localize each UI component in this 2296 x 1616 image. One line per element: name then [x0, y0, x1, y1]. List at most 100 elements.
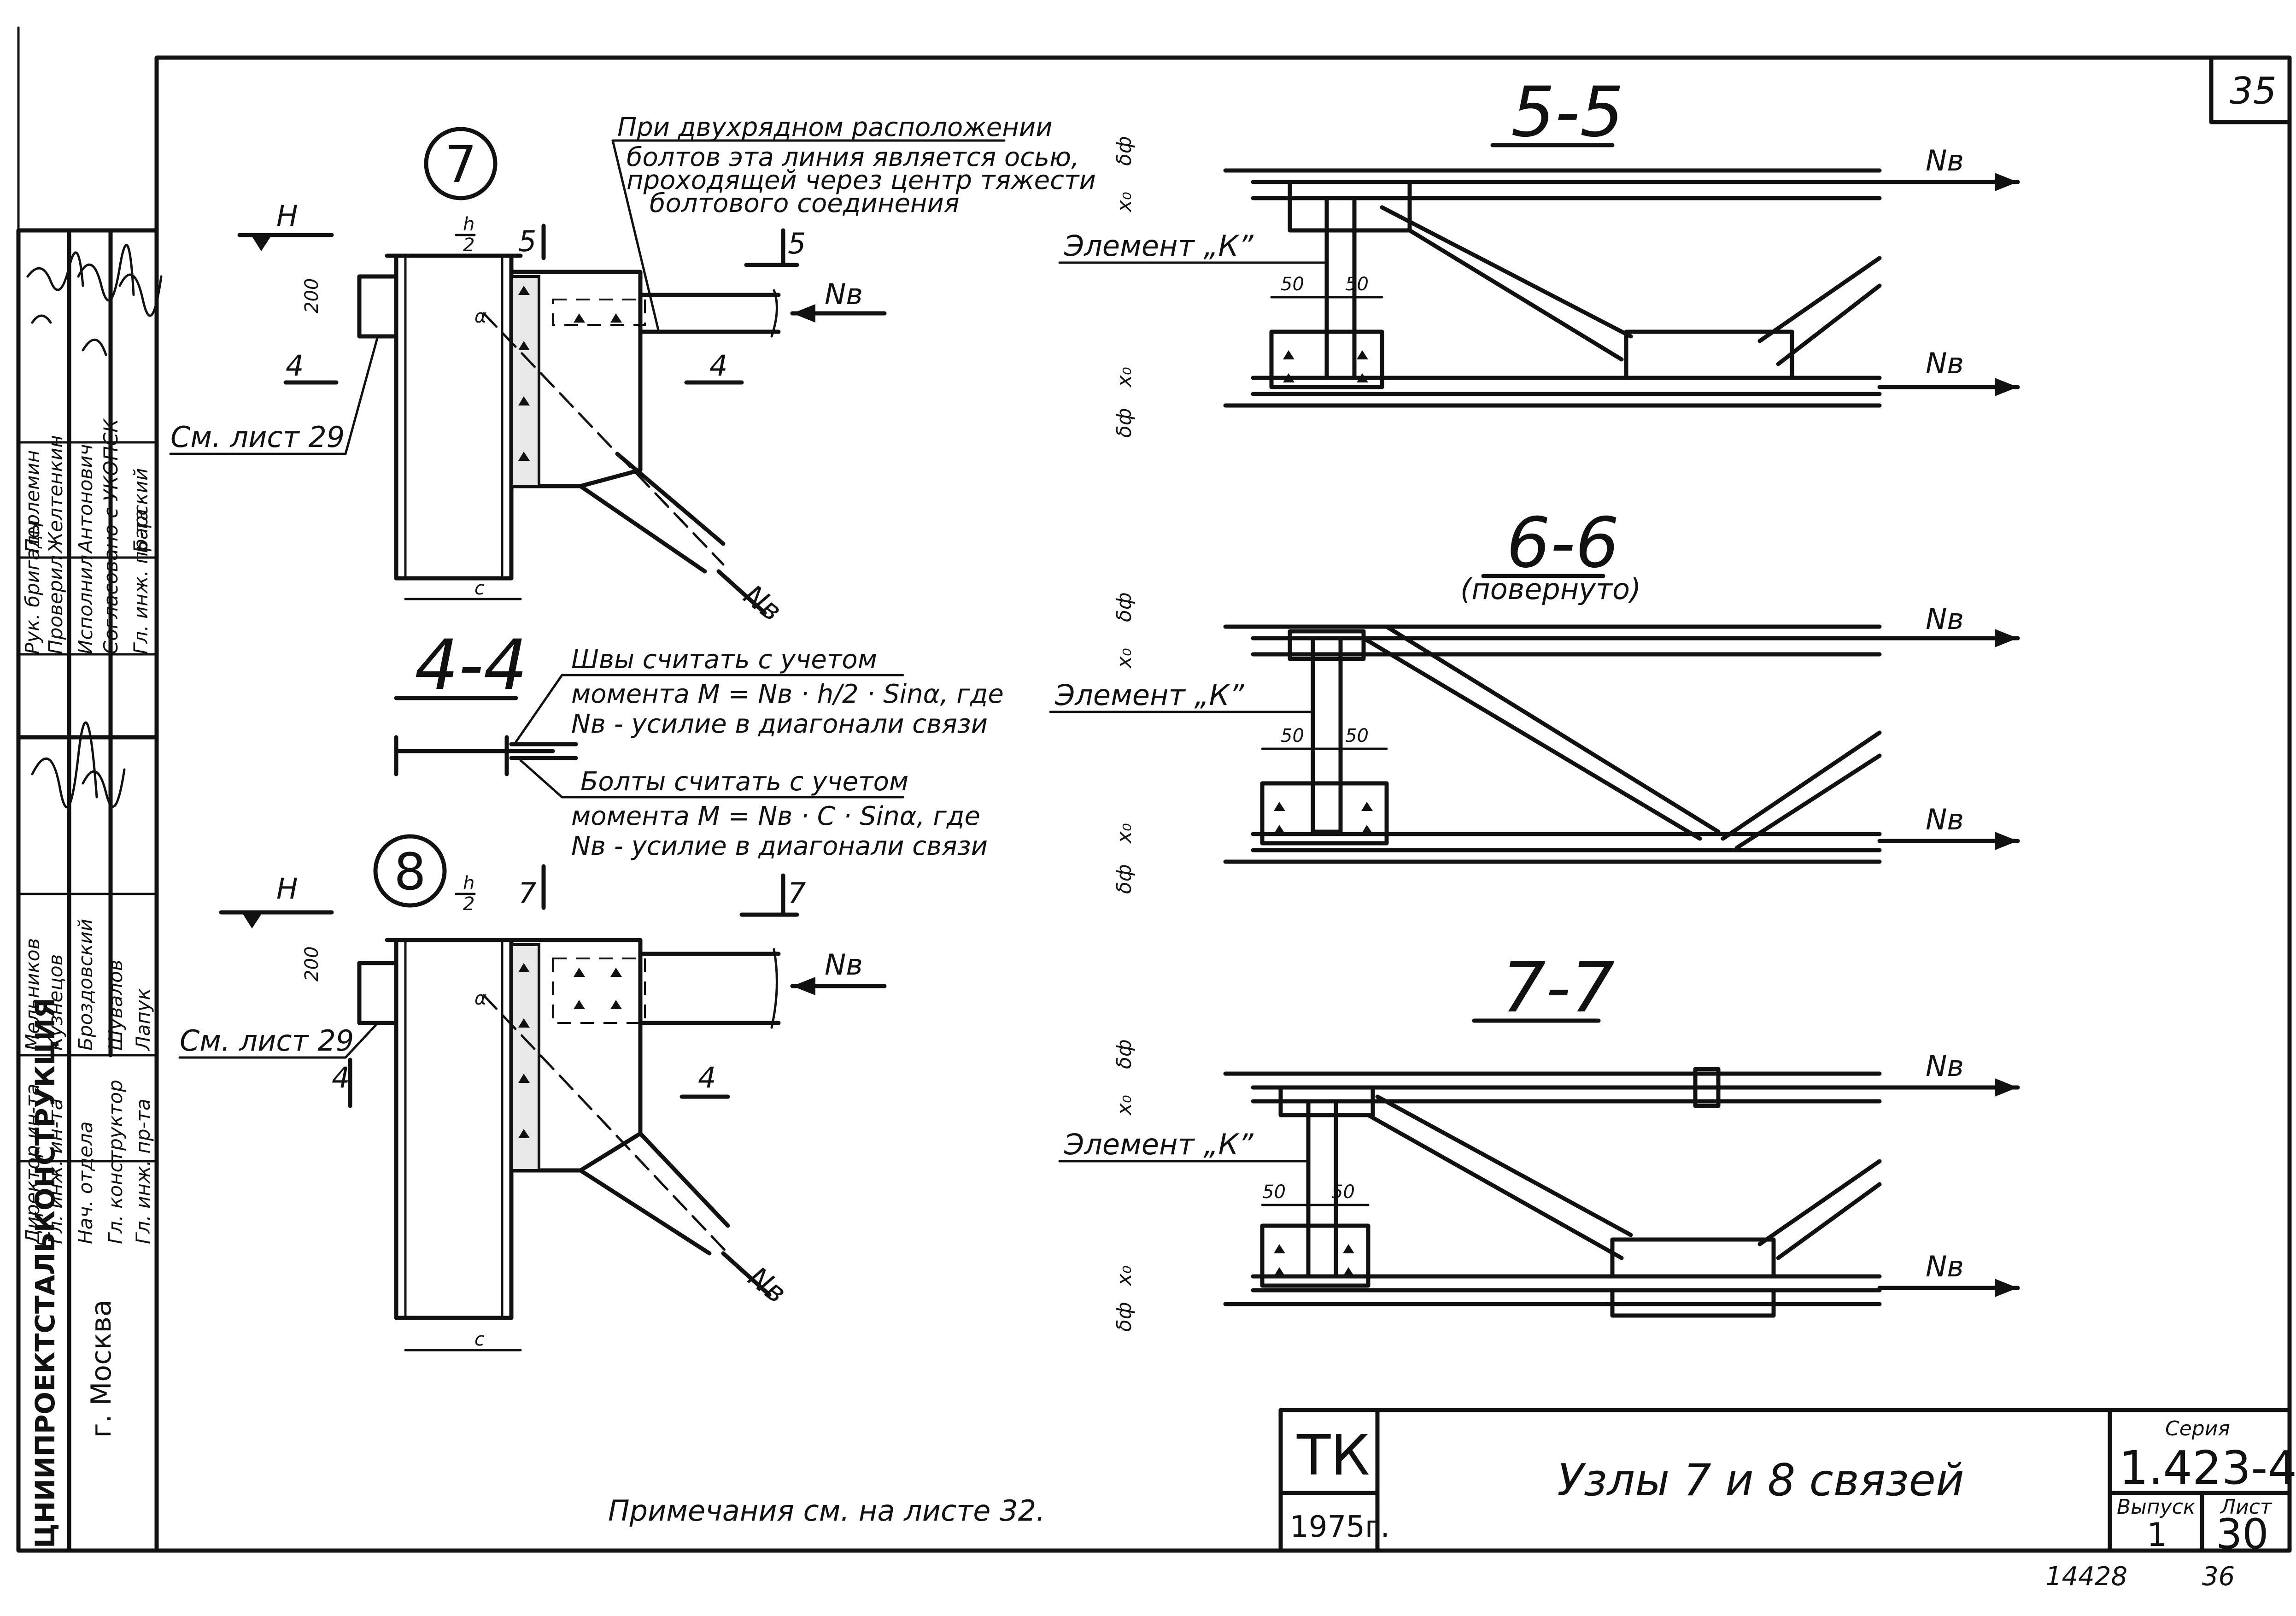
- stamp-name-5: Мельников: [21, 938, 44, 1051]
- stamp-role-7: Нач. отдела: [74, 1122, 97, 1244]
- title-block-code: ТК: [1296, 1424, 1370, 1488]
- issue-value: 1: [2147, 1516, 2167, 1554]
- stamp-name-2: Желтенкин: [44, 435, 67, 554]
- section-6-6: 6-6 (повернуто) Элемент „К” 50 50 Nв Nв …: [1049, 503, 2020, 894]
- section-7-7-title: 7-7: [1502, 948, 1615, 1028]
- stamp-organization: ЦНИИПРОЕКТСТАЛЬКОНСТРУКЦИЯ: [29, 998, 61, 1548]
- node-8-dim-h: h: [463, 873, 474, 894]
- node-7-dim-2: 2: [463, 235, 474, 256]
- note-bolt-axis-line-4: болтового соединения: [650, 188, 960, 218]
- node-7-dim-c: c: [474, 578, 485, 599]
- section-5-5-x0-bottom: x₀: [1113, 367, 1136, 388]
- note-bolt-axis-line-2: болтов эта линия является осью,: [627, 142, 1079, 172]
- section-5-5: 5-5 Элемент „К” 50 50 Nв: [1058, 72, 2020, 438]
- node-8-cut4-right: 4: [698, 1061, 716, 1094]
- issue-label: Выпуск: [2117, 1495, 2196, 1519]
- section-5-5-delta-top: δф: [1113, 136, 1136, 166]
- sheet-value: 30: [2216, 1510, 2269, 1558]
- node-8-angle: α: [474, 988, 486, 1009]
- stamp-name-4: Барский: [129, 468, 152, 553]
- section-6-6-x0-bottom: x₀: [1113, 823, 1136, 844]
- node-7-ref-sheet: См. лист 29: [170, 420, 345, 454]
- signature-1: [26, 251, 84, 324]
- node-8-force: Nв: [825, 948, 863, 981]
- node-8-dim-c: c: [474, 1329, 485, 1350]
- section-6-6-force-top: Nв: [1926, 602, 1964, 636]
- bolt-marks-8: [518, 963, 530, 1138]
- node-8-mark-H: H: [276, 872, 298, 905]
- node-8-cut7-right: 7: [788, 876, 806, 910]
- stamp-role-5: Директор ин-та: [21, 1084, 44, 1245]
- section-5-5-dim-right: 50: [1345, 274, 1369, 295]
- welds-note-line-3: Nв - усилие в диагонали связи: [571, 709, 988, 739]
- node-8-cut4: 4: [332, 1061, 350, 1094]
- bottom-number-left: 14428: [2045, 1562, 2127, 1592]
- section-6-6-delta-bottom: δф: [1113, 864, 1136, 894]
- drawing-title: Узлы 7 и 8 связей: [1557, 1455, 1964, 1506]
- stamp-role-2: Проверил: [44, 555, 67, 654]
- node-8-ref-sheet: См. лист 29: [180, 1024, 354, 1058]
- node-7-force: Nв: [825, 277, 863, 311]
- section-7-7: 7-7 Элемент „К” 50 50 Nв Nв δф x₀: [1058, 948, 2020, 1332]
- sheet-number-top: 35: [2230, 70, 2277, 112]
- title-block: ТК 1975г. Узлы 7 и 8 связей Серия 1.423-…: [1278, 1408, 2296, 1558]
- section-6-6-dim-left: 50: [1281, 725, 1304, 746]
- signature-3: [118, 273, 163, 317]
- node-8-number: 8: [394, 842, 426, 901]
- node-8-force-diag: Nв: [742, 1260, 793, 1310]
- sheet-number-box: 35: [2209, 55, 2292, 124]
- series-label: Серия: [2165, 1417, 2230, 1440]
- stamp-name-8: Шувалов: [104, 959, 127, 1051]
- stamp-name-7: Броздовский: [74, 919, 97, 1051]
- signature-5: [82, 768, 126, 808]
- series-value: 1.423-4: [2119, 1441, 2296, 1495]
- stamp-name-1: Перлемин: [21, 450, 44, 553]
- note-bolt-axis: При двухрядном расположении болтов эта л…: [611, 112, 1096, 333]
- node-7-dim-200: 200: [301, 278, 322, 313]
- section-5-5-force-bottom: Nв: [1926, 347, 1964, 380]
- section-6-6-element: Элемент „К”: [1054, 678, 1244, 712]
- stamp-city: г. Москва: [85, 1299, 117, 1438]
- stamp-name-6: Кузнецов: [44, 954, 67, 1051]
- section-4-4-title: 4-4: [415, 625, 527, 705]
- node-7-dim-h: h: [463, 214, 474, 235]
- node-8-dim-200: 200: [301, 946, 322, 981]
- section-7-7-force-bottom: Nв: [1926, 1250, 1964, 1283]
- bolt-marks-7: [518, 286, 530, 461]
- section-6-6-subtitle: (повернуто): [1460, 572, 1641, 606]
- section-5-5-element: Элемент „К”: [1064, 229, 1253, 263]
- section-7-7-element: Элемент „К”: [1064, 1128, 1253, 1161]
- section-7-7-x0-top: x₀: [1113, 1095, 1136, 1116]
- stamp-role-3: Исполнил: [74, 555, 97, 654]
- welds-note-line-2: момента M = Nв · h/2 · Sinα, где: [571, 679, 1004, 709]
- stamp-role-9: Гл. инж. пр-та: [132, 1099, 154, 1244]
- bolts-note-line-1: Болты считать с учетом: [580, 767, 908, 797]
- signature-2: [77, 244, 135, 356]
- section-6-6-force-bottom: Nв: [1926, 803, 1964, 836]
- section-6-6-x0-top: x₀: [1113, 648, 1136, 669]
- bolts-note-line-2: момента M = Nв · C · Sinα, где: [571, 801, 980, 831]
- section-5-5-dim-left: 50: [1281, 274, 1304, 295]
- section-5-5-x0-top: x₀: [1113, 192, 1136, 213]
- outer-frame: [154, 55, 2292, 1553]
- section-7-7-delta-top: δф: [1113, 1039, 1136, 1069]
- node-7-number: 7: [445, 135, 477, 194]
- node-8-dim-2: 2: [463, 893, 474, 915]
- section-7-7-force-top: Nв: [1926, 1049, 1964, 1083]
- node-7-force-diag: Nв: [738, 578, 788, 628]
- bottom-number-right: 36: [2202, 1562, 2235, 1592]
- bolts-note-line-3: Nв - усилие в диагонали связи: [571, 831, 988, 861]
- detail-node-7: 7 H 200 h 2: [169, 127, 887, 628]
- stamp-role-6: Гл. инж. ин-та: [44, 1099, 67, 1244]
- section-6-6-dim-right: 50: [1345, 725, 1369, 746]
- node-8-cut7: 7: [518, 876, 536, 910]
- stamp-role-1: Рук. бригады: [21, 520, 44, 654]
- section-7-7-delta-bottom: δф: [1113, 1302, 1136, 1332]
- section-7-7-x0-bottom: x₀: [1113, 1265, 1136, 1287]
- section-6-6-delta-top: δф: [1113, 592, 1136, 622]
- note-bolt-axis-line-1: При двухрядном расположении: [617, 112, 1053, 142]
- detail-node-8: 8 H 200 h 2 c α 7: [178, 834, 887, 1352]
- section-7-7-dim-right: 50: [1331, 1181, 1355, 1203]
- sheet-label: Лист: [2220, 1495, 2273, 1519]
